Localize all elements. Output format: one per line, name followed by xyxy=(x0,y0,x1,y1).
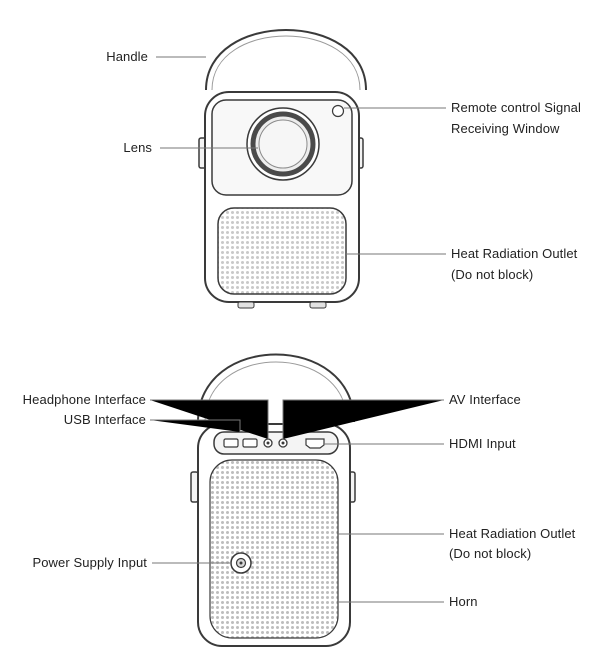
lens-icon xyxy=(246,107,320,181)
port-panel xyxy=(213,431,339,455)
label-back-heat-outlet-line1: Heat Radiation Outlet xyxy=(449,526,576,541)
label-front-heat-outlet-line1: Heat Radiation Outlet xyxy=(451,246,578,261)
label-remote-window-line1: Remote control Signal xyxy=(451,100,581,115)
label-lens: Lens xyxy=(123,140,152,155)
back-grille xyxy=(209,459,339,639)
back-leader-lines xyxy=(150,399,444,603)
back-view xyxy=(190,353,356,647)
front-view xyxy=(198,29,367,309)
sensor-icon xyxy=(331,104,345,118)
label-horn: Horn xyxy=(449,594,478,609)
label-usb-interface: USB Interface xyxy=(63,412,146,427)
port-icon xyxy=(305,438,325,449)
label-front-heat-outlet-line2: (Do not block) xyxy=(451,267,534,282)
label-remote-window-line2: Receiving Window xyxy=(451,121,560,136)
port-icon xyxy=(223,438,239,448)
back-handle xyxy=(197,353,355,423)
front-handle xyxy=(205,29,367,91)
label-av-interface: AV Interface xyxy=(449,392,521,407)
label-headphone-interface: Headphone Interface xyxy=(22,392,146,407)
label-power-supply-input: Power Supply Input xyxy=(32,555,147,570)
label-back-heat-outlet-line2: (Do not block) xyxy=(449,546,532,561)
front-leader-lines xyxy=(156,56,446,255)
label-hdmi-input: HDMI Input xyxy=(449,436,516,451)
front-grille xyxy=(217,207,347,295)
port-icon xyxy=(242,438,258,448)
power-jack-icon xyxy=(230,552,252,574)
label-handle: Handle xyxy=(106,49,148,64)
